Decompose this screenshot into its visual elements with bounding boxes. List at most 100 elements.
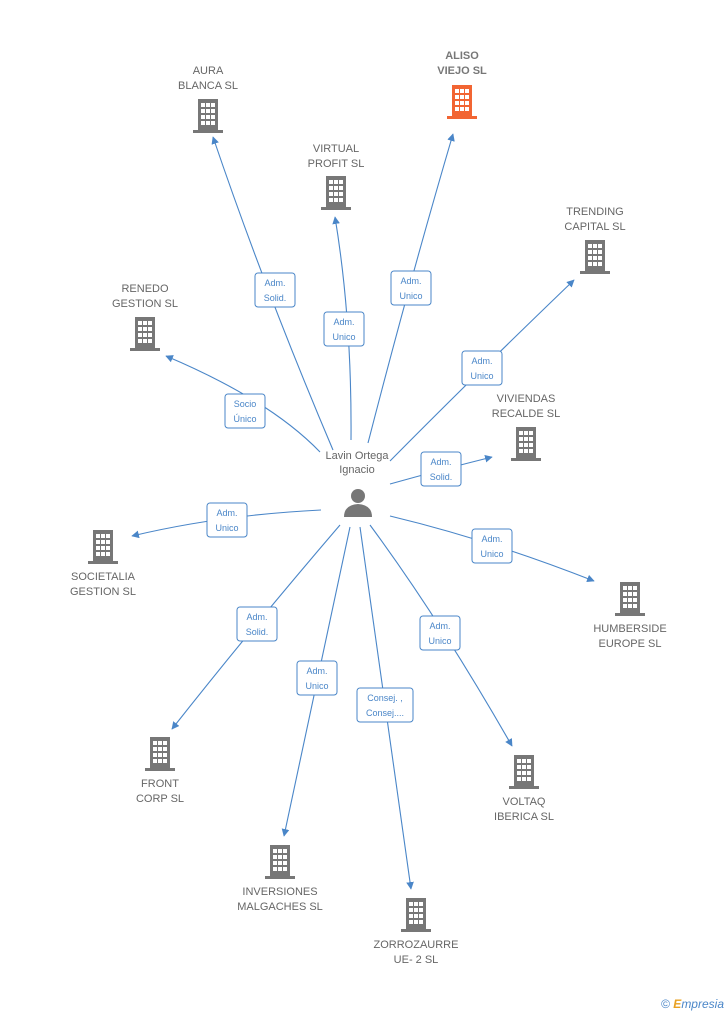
- edge-label-line-1: Adm.: [246, 612, 267, 622]
- nodes-layer: AURA BLANCA SL ALISO VIEJO SL VIRTUAL PROFIT …: [70, 50, 667, 966]
- node-voltaq-iberica[interactable]: VOLTAQ IBERICA SL: [494, 755, 554, 823]
- person-icon: [344, 489, 372, 517]
- node-label-line-1: ALISO: [445, 50, 479, 62]
- node-inversiones-malgaches[interactable]: INVERSIONES MALGACHES SL: [237, 845, 323, 913]
- building-icon: [193, 99, 223, 133]
- node-label-line-2: BLANCA SL: [178, 80, 238, 92]
- edge-label-line-2: Unico: [332, 332, 355, 342]
- edge-viviendas-recalde[interactable]: Adm. Solid.: [389, 451, 493, 487]
- node-societalia-gestion[interactable]: SOCIETALIA GESTION SL: [70, 530, 136, 598]
- edge-label-line-1: Adm.: [471, 356, 492, 366]
- edge-aliso-viejo[interactable]: Adm. Unico: [367, 133, 455, 444]
- edge-label-box: [254, 272, 296, 308]
- node-label-line-1: TRENDING: [566, 206, 623, 218]
- node-label-line-1: FRONT: [141, 778, 179, 790]
- edge-label-box: [206, 502, 248, 538]
- building-icon: [615, 582, 645, 616]
- edge-label-line-2: Unico: [428, 636, 451, 646]
- edge-trending-capital[interactable]: Adm. Unico: [389, 279, 575, 462]
- building-icon: [130, 317, 160, 351]
- building-icon: [580, 240, 610, 274]
- edge-label-box: [471, 528, 513, 564]
- node-label-line-2: UE- 2 SL: [394, 954, 439, 966]
- edge-label-box: [356, 687, 414, 723]
- edge-label-line-1: Adm.: [430, 457, 451, 467]
- copyright-symbol: ©: [661, 997, 670, 1011]
- node-virtual-profit[interactable]: VIRTUAL PROFIT SL: [308, 143, 365, 210]
- edge-label-line-1: Adm.: [400, 276, 421, 286]
- edge-label-box: [419, 615, 461, 651]
- node-label-line-1: INVERSIONES: [242, 886, 317, 898]
- brand-logo-letter: E: [673, 997, 682, 1011]
- edge-label-line-2: Solid.: [246, 627, 269, 637]
- building-icon: [401, 898, 431, 932]
- node-label-line-2: MALGACHES SL: [237, 901, 323, 913]
- edge-voltaq-iberica[interactable]: Adm. Unico: [369, 524, 513, 747]
- edge-label-line-2: Consej....: [366, 708, 404, 718]
- edge-label-line-1: Socio: [234, 399, 257, 409]
- edge-label-line-2: Unico: [470, 371, 493, 381]
- edge-label-line-1: Adm.: [306, 666, 327, 676]
- node-label-line-2: VIEJO SL: [437, 65, 487, 77]
- node-trending-capital[interactable]: TRENDING CAPITAL SL: [564, 206, 626, 274]
- edge-virtual-profit[interactable]: Adm. Unico: [323, 216, 365, 441]
- footer-brand: © Empresia: [661, 997, 724, 1011]
- building-icon: [145, 737, 175, 771]
- edge-inversiones-malgaches[interactable]: Adm. Unico: [281, 526, 351, 837]
- node-label-line-1: VIVIENDAS: [497, 393, 556, 405]
- node-label-line-1: SOCIETALIA: [71, 571, 136, 583]
- edge-label-line-1: Adm.: [216, 508, 237, 518]
- edge-front-corp[interactable]: Adm. Solid.: [171, 524, 341, 730]
- node-label-line-1: ZORROZAURRE: [374, 939, 459, 951]
- edge-label-box: [236, 606, 278, 642]
- edge-label-line-1: Adm.: [429, 621, 450, 631]
- node-aliso-viejo[interactable]: ALISO VIEJO SL: [437, 50, 487, 119]
- edge-zorrozaurre[interactable]: Consej. ,Consej....: [356, 526, 414, 890]
- edge-label-line-1: Adm.: [481, 534, 502, 544]
- edge-label-box: [296, 660, 338, 696]
- node-label-line-1: AURA: [193, 65, 224, 77]
- node-label-line-2: IBERICA SL: [494, 811, 554, 823]
- node-label-line-1: VOLTAQ: [503, 796, 546, 808]
- edge-label-line-2: Solid.: [430, 472, 453, 482]
- edge-label-box: [323, 311, 365, 347]
- edge-aura-blanca[interactable]: Adm. Solid.: [211, 136, 334, 451]
- edge-label-line-2: Unico: [399, 291, 422, 301]
- edge-label-line-2: Solid.: [264, 293, 287, 303]
- node-label-line-2: PROFIT SL: [308, 158, 365, 170]
- node-renedo-gestion[interactable]: RENEDO GESTION SL: [112, 283, 178, 351]
- center-label-line-1: Lavin Ortega: [326, 450, 390, 462]
- edge-label-line-1: Adm.: [264, 278, 285, 288]
- node-label-line-2: EUROPE SL: [599, 638, 662, 650]
- building-icon: [88, 530, 118, 564]
- node-label-line-1: VIRTUAL: [313, 143, 359, 155]
- edges-layer: Adm.Solid.Adm.UnicoAdm.UnicoAdm.UnicoSoc…: [131, 133, 595, 890]
- edge-label-line-2: Unico: [480, 549, 503, 559]
- node-label-line-1: RENEDO: [121, 283, 169, 295]
- building-icon: [447, 85, 477, 119]
- edge-label-line-2: Unico: [215, 523, 238, 533]
- edge-label-line-1: Adm.: [333, 317, 354, 327]
- edge-societalia-gestion[interactable]: Adm. Unico: [131, 502, 322, 539]
- node-label-line-2: RECALDE SL: [492, 408, 560, 420]
- building-icon: [511, 427, 541, 461]
- node-zorrozaurre[interactable]: ZORROZAURRE UE- 2 SL: [374, 898, 459, 966]
- edge-label-line-2: Unico: [305, 681, 328, 691]
- node-front-corp[interactable]: FRONT CORP SL: [136, 737, 184, 805]
- edge-label-line-2: Único: [233, 414, 256, 424]
- edge-label-box: [461, 350, 503, 386]
- center-node[interactable]: Lavin Ortega Ignacio: [326, 450, 390, 517]
- edge-label-box: [224, 393, 266, 429]
- node-label-line-2: CORP SL: [136, 793, 184, 805]
- center-label-line-2: Ignacio: [339, 464, 374, 476]
- node-label-line-2: CAPITAL SL: [564, 221, 625, 233]
- node-humberside-europe[interactable]: HUMBERSIDE EUROPE SL: [593, 582, 667, 650]
- node-viviendas-recalde[interactable]: VIVIENDAS RECALDE SL: [492, 393, 560, 461]
- edge-humberside-europe[interactable]: Adm. Unico: [389, 515, 595, 583]
- node-label-line-2: GESTION SL: [112, 298, 178, 310]
- node-label-line-2: GESTION SL: [70, 586, 136, 598]
- node-aura-blanca[interactable]: AURA BLANCA SL: [178, 65, 238, 133]
- node-label-line-1: HUMBERSIDE: [593, 623, 666, 635]
